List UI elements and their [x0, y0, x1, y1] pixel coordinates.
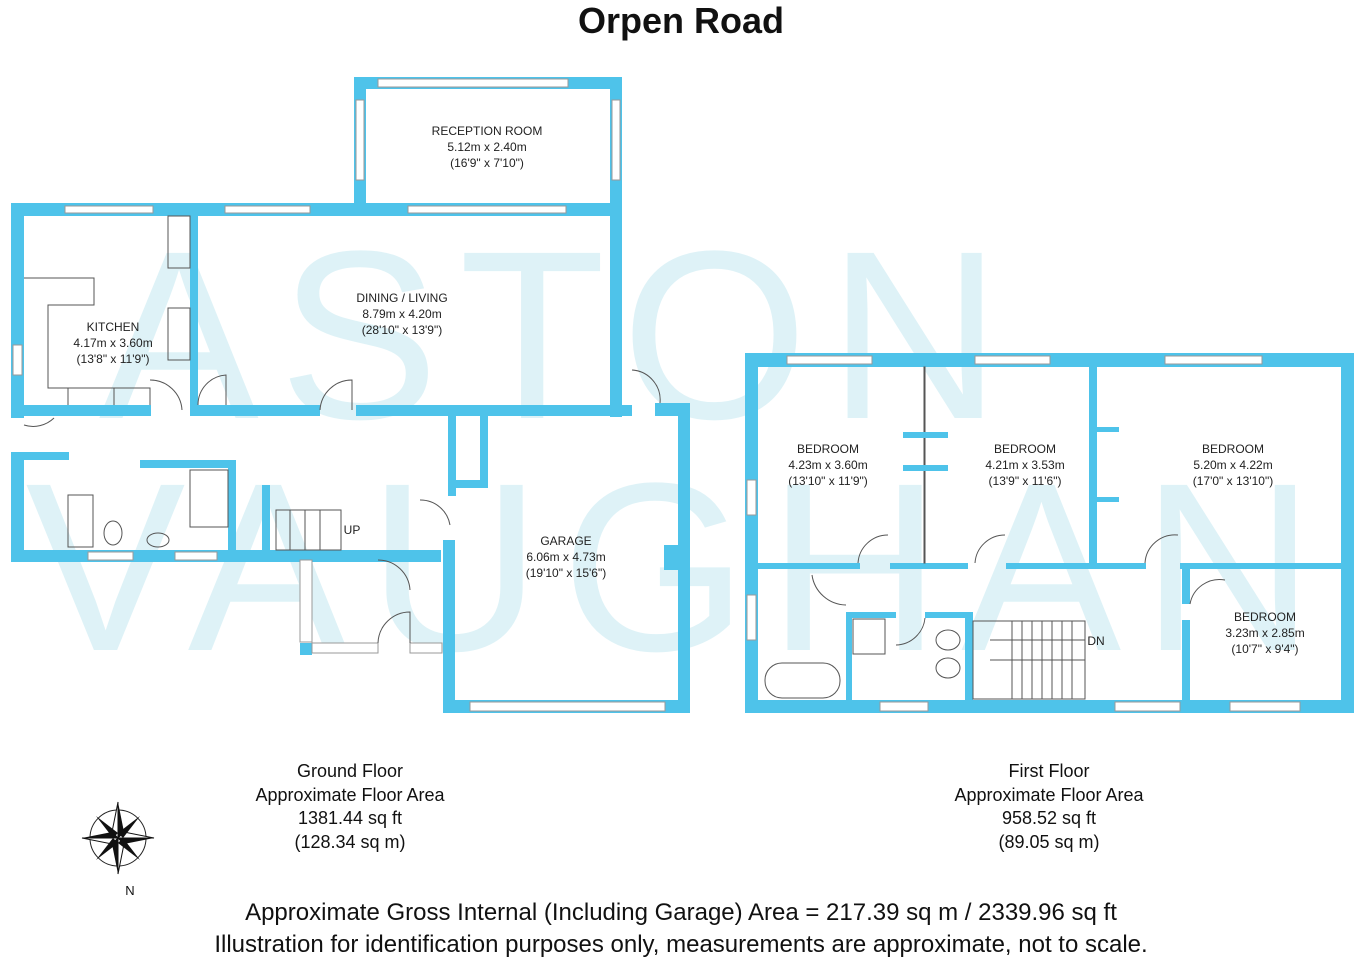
first-floor-name: First Floor [1008, 761, 1090, 781]
svg-text:4.23m x 3.60m: 4.23m x 3.60m [788, 458, 867, 472]
compass-rose-icon: N [81, 801, 155, 898]
svg-text:BEDROOM: BEDROOM [994, 442, 1056, 456]
ground-floor-sqm: (128.34 sq m) [294, 831, 406, 852]
room-bedroom-3: BEDROOM 5.20m x 4.22m (17'0" x 13'10") [1193, 442, 1273, 488]
ground-floor-name: Ground Floor [296, 761, 404, 781]
compass-north-label: N [125, 883, 134, 898]
svg-text:6.06m x 4.73m: 6.06m x 4.73m [526, 550, 605, 564]
watermark-line-1: ASTON [99, 201, 1021, 469]
svg-text:3.23m x 2.85m: 3.23m x 2.85m [1225, 626, 1304, 640]
first-floor-plan: DN [745, 353, 1354, 713]
room-garage: GARAGE 6.06m x 4.73m (19'10" x 15'6") [526, 534, 606, 580]
disclaimer-note: Illustration for identification purposes… [214, 931, 1148, 958]
room-kitchen: KITCHEN 4.17m x 3.60m (13'8" x 11'9") [73, 320, 152, 366]
svg-text:8.79m x 4.20m: 8.79m x 4.20m [362, 307, 441, 321]
svg-text:RECEPTION ROOM: RECEPTION ROOM [432, 124, 543, 138]
room-dining-living: DINING / LIVING 8.79m x 4.20m (28'10" x … [356, 291, 447, 337]
room-reception: RECEPTION ROOM 5.12m x 2.40m (16'9" x 7'… [432, 124, 543, 170]
ground-floor-area-label: Approximate Floor Area [255, 784, 445, 805]
svg-text:4.21m x 3.53m: 4.21m x 3.53m [985, 458, 1064, 472]
svg-text:5.12m x 2.40m: 5.12m x 2.40m [447, 140, 526, 154]
ground-stairs-label: UP [344, 523, 361, 537]
page-title: Orpen Road [577, 0, 784, 41]
first-floor-sqft: 958.52 sq ft [1001, 808, 1097, 828]
svg-text:(13'9" x 11'6"): (13'9" x 11'6") [989, 474, 1062, 488]
svg-text:(13'10" x 11'9"): (13'10" x 11'9") [788, 474, 868, 488]
room-bedroom-2: BEDROOM 4.21m x 3.53m (13'9" x 11'6") [985, 442, 1064, 488]
svg-text:(10'7" x 9'4"): (10'7" x 9'4") [1231, 642, 1298, 656]
svg-text:4.17m x 3.60m: 4.17m x 3.60m [73, 336, 152, 350]
room-bedroom-4: BEDROOM 3.23m x 2.85m (10'7" x 9'4") [1225, 610, 1304, 656]
gross-area-note: Approximate Gross Internal (Including Ga… [245, 899, 1117, 926]
ground-floor-sqft: 1381.44 sq ft [297, 808, 403, 828]
svg-text:GARAGE: GARAGE [540, 534, 591, 548]
svg-text:BEDROOM: BEDROOM [1234, 610, 1296, 624]
svg-text:5.20m x 4.22m: 5.20m x 4.22m [1193, 458, 1272, 472]
svg-text:(16'9" x 7'10"): (16'9" x 7'10") [450, 156, 524, 170]
room-bedroom-1: BEDROOM 4.23m x 3.60m (13'10" x 11'9") [788, 442, 868, 488]
svg-text:(13'8" x 11'9"): (13'8" x 11'9") [77, 352, 150, 366]
svg-text:BEDROOM: BEDROOM [1202, 442, 1264, 456]
svg-text:BEDROOM: BEDROOM [797, 442, 859, 456]
svg-text:(17'0" x 13'10"): (17'0" x 13'10") [1193, 474, 1273, 488]
svg-text:KITCHEN: KITCHEN [87, 320, 140, 334]
first-floor-area: First Floor Approximate Floor Area 958.5… [899, 760, 1199, 854]
first-floor-area-label: Approximate Floor Area [954, 784, 1144, 805]
ground-floor-area: Ground Floor Approximate Floor Area 1381… [200, 760, 500, 854]
svg-text:(19'10" x 15'6"): (19'10" x 15'6") [526, 566, 606, 580]
svg-text:DINING / LIVING: DINING / LIVING [356, 291, 447, 305]
svg-text:(28'10" x 13'9"): (28'10" x 13'9") [362, 323, 442, 337]
ground-floor-plan: UP [11, 77, 690, 713]
first-floor-sqm: (89.05 sq m) [998, 831, 1100, 852]
first-stairs-label: DN [1087, 634, 1104, 648]
